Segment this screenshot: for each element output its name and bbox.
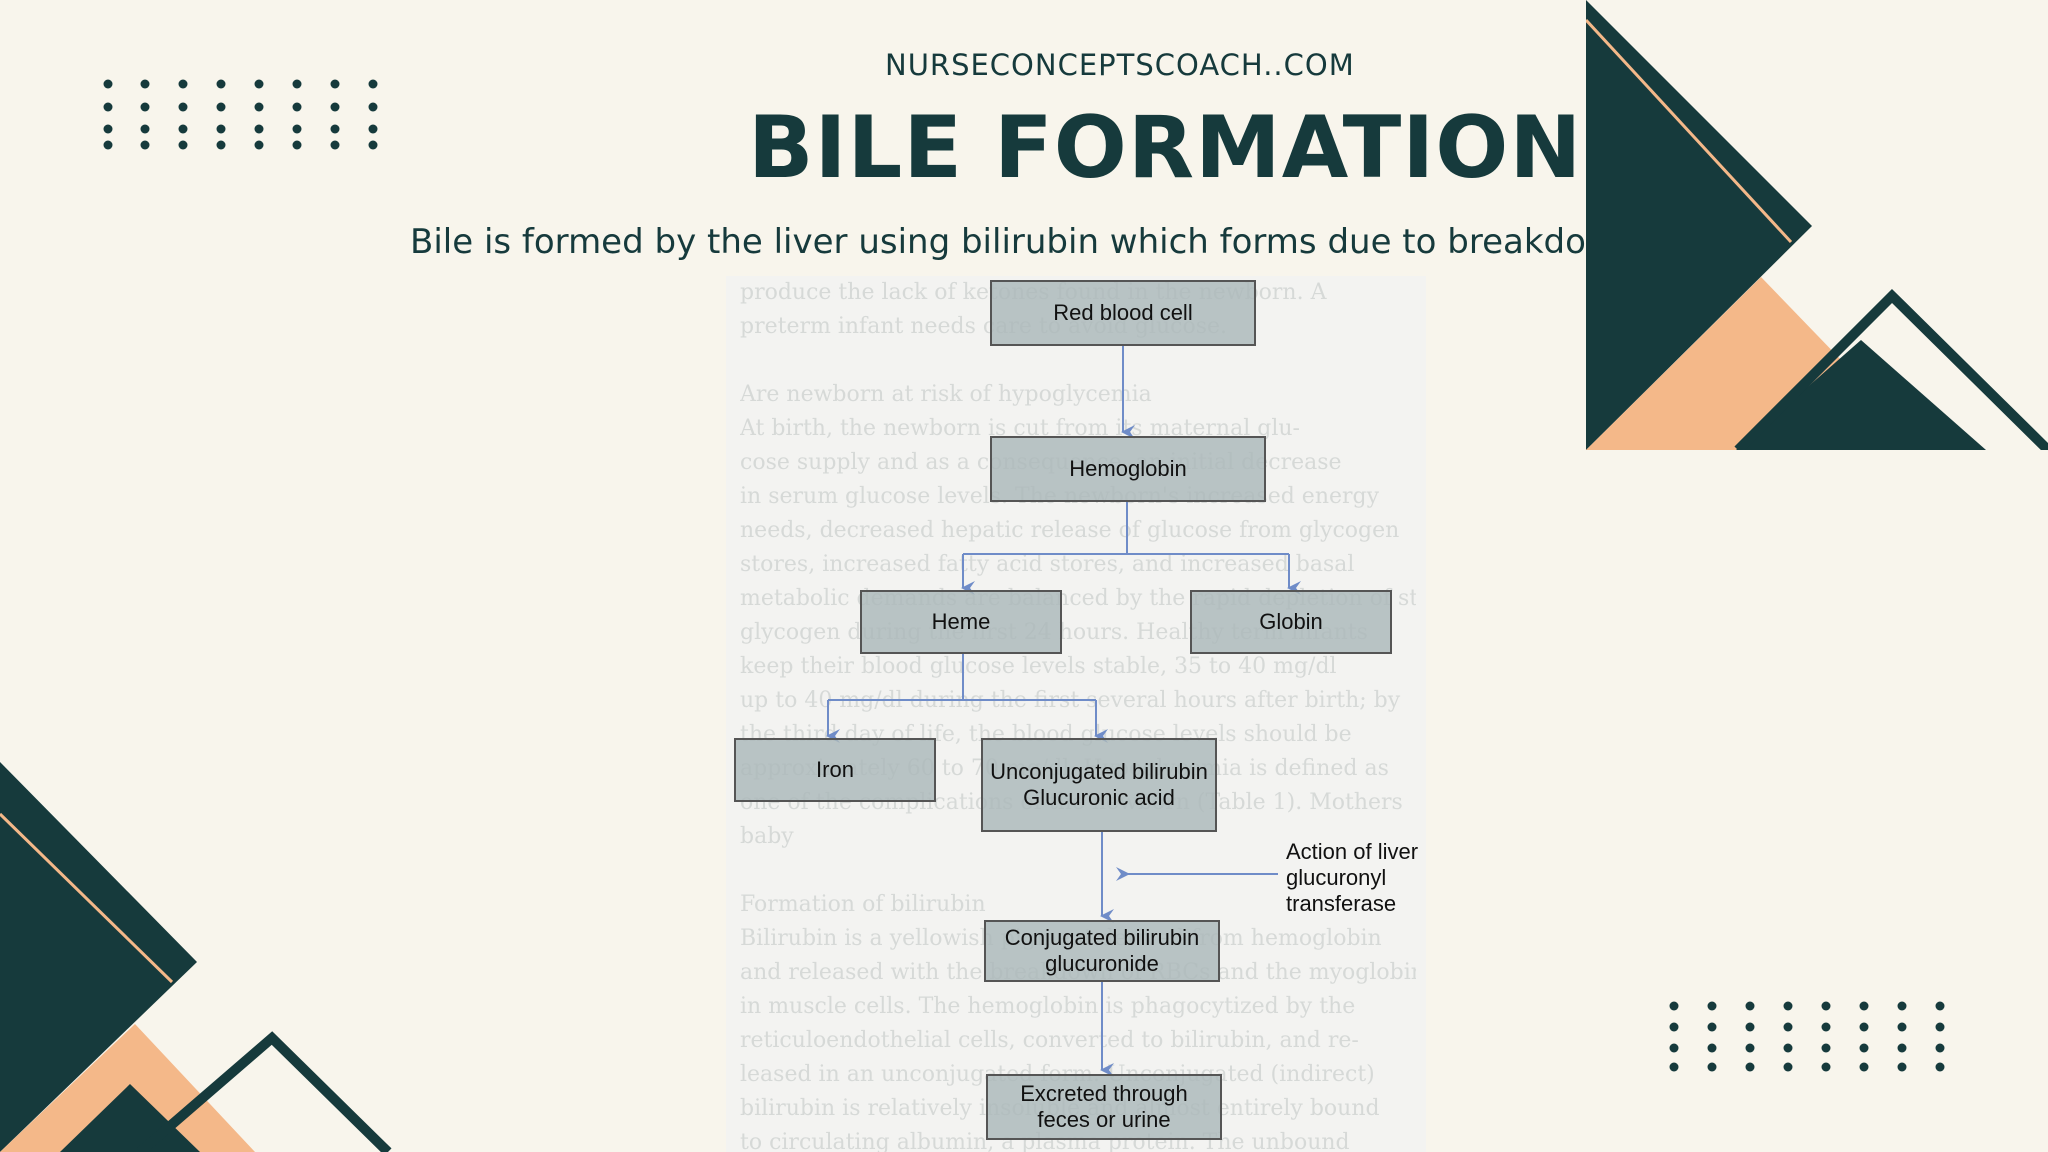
node-hemoglobin: Hemoglobin [990,436,1266,502]
annotation-liver-enzyme: Action of liver glucuronyl transferase [1286,839,1419,916]
node-heme: Heme [860,590,1062,654]
flowchart-connectors [826,346,1301,1077]
bile-formation-figure: produce the lack of ketones found in the… [726,276,1426,1152]
node-conjugated-bilirubin: Conjugated bilirubin glucuronide [984,920,1220,982]
node-red-blood-cell: Red blood cell [990,280,1256,346]
node-unconjugated-bilirubin: Unconjugated bilirubin Glucuronic acid [981,738,1217,832]
decorative-shapes-bottom-left [0,762,392,1152]
node-excreted: Excreted through feces or urine [986,1074,1222,1140]
node-globin: Globin [1190,590,1392,654]
dot-grid-bottom-right [1669,1001,1945,1072]
dot-grid-top-left [103,79,378,150]
node-iron: Iron [734,738,936,802]
page-subtitle: Bile is formed by the liver using biliru… [410,222,1588,262]
page-title: BILE FORMATION [748,98,1583,198]
decorative-shapes-top-right [1586,0,2048,450]
